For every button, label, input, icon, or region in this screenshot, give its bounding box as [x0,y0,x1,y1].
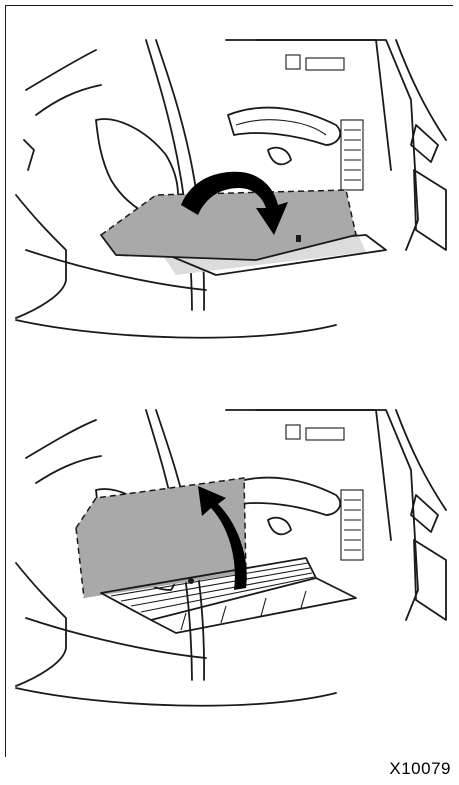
board-latch [296,235,301,242]
illustration-step-2 [6,398,452,738]
cargo-hook [268,148,291,165]
bumper-bottom [16,320,336,338]
grille-lines [344,130,361,180]
wall-vent [306,58,344,70]
body-line [36,456,101,483]
wall-vent [306,428,344,440]
cargo-hook [268,518,291,535]
bumper-bottom [16,688,336,706]
illustration-step-1 [6,20,452,360]
cargo-area-drawing-2 [6,398,452,738]
body-line [396,40,446,140]
side-handle [228,108,340,145]
body-line [396,410,446,510]
floor-latch [188,578,194,584]
side-panel [414,540,446,620]
wall-vent [286,55,300,69]
body-line [26,50,96,90]
grille-lines [344,500,361,550]
body-line [24,140,34,170]
cargo-area-drawing-1 [6,20,452,360]
figure-code: X10079 [389,759,451,779]
body-line [36,85,101,115]
bumper-outline [16,195,66,318]
wall-vent [286,425,300,439]
body-line [26,420,96,458]
floor-edge [151,578,356,633]
bumper-outline [16,563,66,686]
interior-wall [256,410,391,540]
interior-wall [256,40,391,170]
bumper-top [26,618,206,658]
side-panel [414,170,446,250]
